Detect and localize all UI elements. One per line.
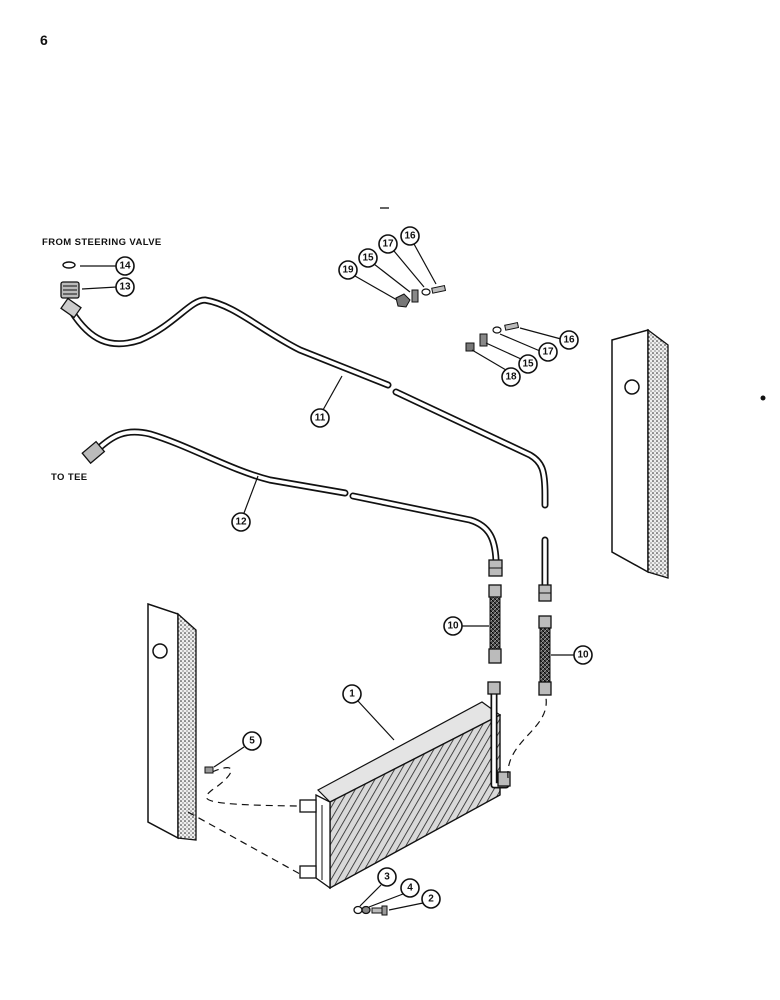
svg-text:19: 19: [342, 265, 354, 276]
dash-bracket-cooler-bottom: [187, 811, 301, 875]
stray-dot: [760, 395, 766, 401]
svg-text:18: 18: [505, 372, 517, 383]
right-bracket: [611, 328, 669, 579]
steering-tube-11: [60, 296, 552, 602]
callout-16-upper: 16: [400, 226, 437, 285]
fitting-13: [60, 281, 80, 299]
callout-15-upper: 15: [358, 248, 411, 293]
from-steering-valve-label: FROM STEERING VALVE: [42, 237, 162, 248]
hose-10-left: [488, 584, 502, 664]
svg-text:11: 11: [315, 413, 326, 424]
svg-text:12: 12: [235, 517, 247, 528]
dash-cooler-right-hose: [507, 697, 547, 779]
svg-text:5: 5: [249, 736, 255, 747]
callout-17-lower: 17: [499, 333, 558, 362]
svg-text:15: 15: [362, 253, 374, 264]
page-number: 6: [40, 32, 48, 48]
callout-19: 19: [338, 260, 398, 301]
clip-5: [204, 766, 214, 774]
hardware-2-3-4: [353, 905, 388, 916]
hardware-15-19-upper: [395, 284, 447, 308]
callout-17-upper: 17: [378, 234, 425, 288]
svg-text:4: 4: [407, 883, 413, 894]
callout-12: 12: [231, 475, 259, 532]
svg-text:10: 10: [447, 621, 459, 632]
callout-5: 5: [213, 731, 262, 768]
dash-bracket-cooler-top: [205, 767, 301, 807]
tee-tube-12: [81, 428, 503, 577]
callout-10-left: 10: [443, 616, 489, 636]
callout-3: 3: [359, 867, 397, 907]
callout-10-right: 10: [551, 645, 593, 665]
callout-14: 14: [80, 256, 135, 276]
svg-text:2: 2: [428, 894, 434, 905]
callout-11: 11: [310, 375, 343, 428]
callout-1: 1: [342, 684, 395, 741]
to-tee-label: TO TEE: [51, 472, 88, 483]
callout-18: 18: [471, 349, 521, 387]
callout-13: 13: [81, 277, 135, 297]
svg-text:17: 17: [542, 347, 554, 358]
svg-text:16: 16: [404, 231, 416, 242]
svg-text:17: 17: [382, 239, 394, 250]
left-bracket: [147, 602, 197, 841]
o-ring-14: [62, 261, 76, 269]
svg-text:13: 13: [119, 282, 131, 293]
svg-text:14: 14: [119, 261, 131, 272]
hardware-15-18-lower: [465, 321, 520, 352]
svg-text:15: 15: [522, 359, 534, 370]
svg-text:10: 10: [577, 650, 589, 661]
callout-16-lower: 16: [519, 327, 579, 350]
svg-text:1: 1: [349, 689, 355, 700]
svg-text:16: 16: [563, 335, 575, 346]
callout-4: 4: [368, 878, 420, 908]
hose-10-right: [538, 615, 552, 696]
callout-2: 2: [388, 889, 441, 911]
callout-15-lower: 15: [485, 342, 538, 374]
svg-text:3: 3: [384, 872, 390, 883]
oil-cooler-1: [299, 681, 511, 890]
